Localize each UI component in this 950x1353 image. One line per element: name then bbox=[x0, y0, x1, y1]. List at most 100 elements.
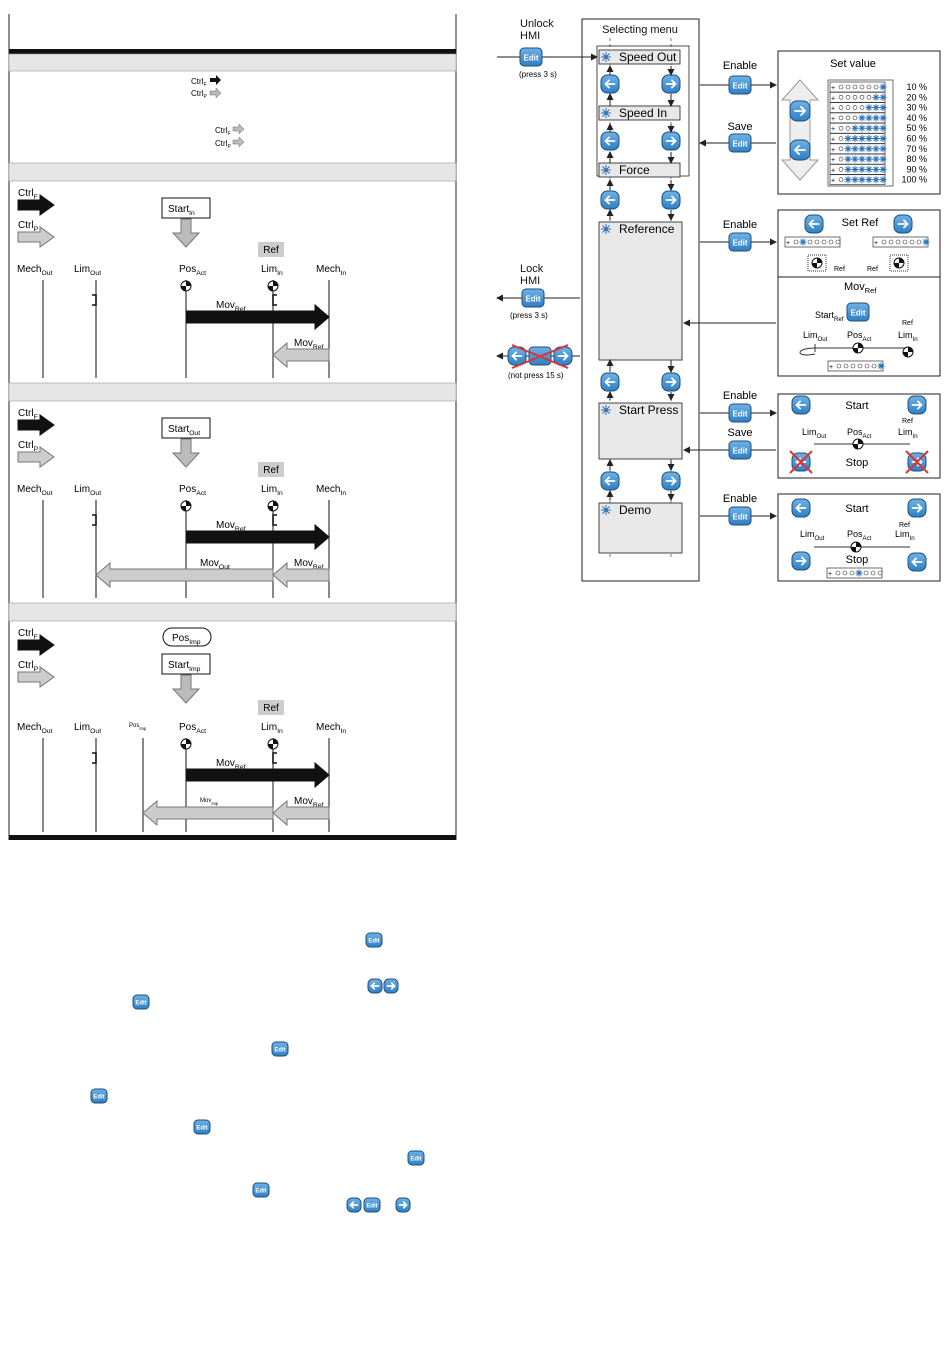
unlock-label-2: HMI bbox=[520, 30, 540, 42]
menu-reference[interactable]: Reference bbox=[598, 221, 683, 361]
menu-next-button-d[interactable] bbox=[661, 372, 681, 392]
menu-start-press[interactable]: Start Press bbox=[598, 402, 683, 460]
unlock-note: (press 3 s) bbox=[519, 70, 557, 79]
menu-title: Selecting menu bbox=[602, 24, 678, 36]
led-lit-icon bbox=[877, 362, 885, 370]
set-value-row-0: + bbox=[829, 81, 887, 93]
unlock-label-1: Unlock bbox=[520, 18, 554, 30]
menu-speed-out[interactable]: Speed Out bbox=[598, 49, 681, 65]
svg-text:Edit: Edit bbox=[366, 1204, 377, 1210]
enable-edit-button-3[interactable]: Edit bbox=[728, 403, 752, 423]
set-value-up-button[interactable] bbox=[789, 100, 811, 122]
set-ref-label-1: Ref bbox=[834, 266, 845, 273]
menu-next-button-c[interactable] bbox=[661, 190, 681, 210]
inline-edit-icon-3[interactable]: Edit bbox=[90, 1088, 108, 1104]
start-press-left-button[interactable] bbox=[791, 395, 811, 415]
inline-edit-icon-0[interactable]: Edit bbox=[365, 932, 383, 948]
demo-stop-left-button[interactable] bbox=[907, 552, 927, 572]
svg-text:Edit: Edit bbox=[732, 140, 747, 149]
cancel-no-press-group bbox=[507, 344, 573, 369]
demo-left-button[interactable] bbox=[791, 498, 811, 518]
led-lit-icon bbox=[855, 569, 863, 577]
inline-edit-icon-2[interactable]: Edit bbox=[271, 1041, 289, 1057]
menu-next-button-b[interactable] bbox=[661, 131, 681, 151]
mech-in-label: MechIn bbox=[316, 264, 346, 277]
led-lit-icon bbox=[851, 135, 859, 142]
svg-text:+: + bbox=[828, 571, 832, 578]
lim-out-label: LimOut bbox=[74, 484, 101, 497]
ref-tag bbox=[258, 242, 284, 257]
svg-text:+: + bbox=[874, 240, 878, 247]
enable-edit-button-1[interactable]: Edit bbox=[728, 75, 752, 95]
set-ref-led-right: + bbox=[872, 236, 930, 248]
mov-ref-edit-button[interactable]: Edit bbox=[846, 302, 870, 322]
menu-demo[interactable]: Demo bbox=[598, 502, 683, 554]
menu-speed-in[interactable]: Speed In bbox=[598, 105, 681, 121]
lim-in-label: LimIn bbox=[261, 264, 283, 277]
led-lit-icon bbox=[872, 155, 880, 163]
set-value-percent-5: 60 % bbox=[906, 134, 927, 144]
inline-edit-icon-7[interactable]: Edit bbox=[363, 1197, 381, 1213]
inline-edit-icon-5[interactable]: Edit bbox=[407, 1150, 425, 1166]
inline-right-icon-1[interactable] bbox=[383, 978, 399, 994]
set-ref-left-button[interactable] bbox=[804, 214, 824, 234]
inline-edit-icon-1[interactable]: Edit bbox=[132, 994, 150, 1010]
mr-lim-in-label: LimIn bbox=[898, 330, 918, 343]
menu-prev-button-c[interactable] bbox=[600, 190, 620, 210]
svg-text:CtrlF: CtrlF bbox=[191, 77, 207, 88]
save-edit-button-2[interactable]: Edit bbox=[728, 440, 752, 460]
menu-force[interactable]: Force bbox=[598, 162, 681, 178]
led-lit-icon bbox=[879, 155, 887, 163]
menu-next-button-e[interactable] bbox=[661, 471, 681, 491]
set-value-percent-6: 70 % bbox=[906, 144, 927, 154]
ref-in-symbol bbox=[811, 257, 823, 269]
svg-text:+: + bbox=[829, 364, 833, 371]
menu-prev-button-d[interactable] bbox=[600, 372, 620, 392]
ctrl-f-arrow bbox=[17, 194, 55, 216]
cancel-right-button[interactable] bbox=[553, 346, 573, 366]
lock-note: (press 3 s) bbox=[510, 311, 548, 320]
pos-act-symbol bbox=[180, 738, 192, 750]
set-value-percent-0: 10 % bbox=[906, 82, 927, 92]
start-press-right-button[interactable] bbox=[907, 395, 927, 415]
menu-prev-button-a[interactable] bbox=[600, 74, 620, 94]
save-edit-button-1[interactable]: Edit bbox=[728, 133, 752, 153]
inline-left-icon-1[interactable] bbox=[367, 978, 383, 994]
unlock-edit-button[interactable]: Edit bbox=[519, 47, 543, 67]
menu-speed-in-label: Speed In bbox=[619, 106, 667, 120]
set-ref-led-left: + bbox=[784, 236, 841, 248]
cancel-left-button[interactable] bbox=[507, 346, 527, 366]
mov-ref-title: MovRef bbox=[844, 281, 877, 295]
svg-text:Edit: Edit bbox=[732, 513, 747, 522]
lock-edit-button[interactable]: Edit bbox=[521, 288, 545, 308]
set-value-panel: Set value+10 %+20 %+30 %+40 %+50 %+60 %+… bbox=[777, 50, 941, 195]
led-icon bbox=[601, 52, 611, 62]
mech-out-label: MechOut bbox=[17, 722, 53, 735]
enable-edit-button-2[interactable]: Edit bbox=[728, 232, 752, 252]
inline-left-icon-2[interactable] bbox=[346, 1197, 362, 1213]
set-value-row-7: + bbox=[829, 153, 887, 165]
led-lit-icon bbox=[879, 124, 887, 132]
svg-text:Edit: Edit bbox=[732, 410, 747, 419]
set-ref-right-button[interactable] bbox=[893, 214, 913, 234]
inline-edit-icon-6[interactable]: Edit bbox=[252, 1182, 270, 1198]
inline-right-icon-2[interactable] bbox=[395, 1197, 411, 1213]
demo-stop-right-button[interactable] bbox=[791, 551, 811, 571]
menu-prev-button-e[interactable] bbox=[600, 471, 620, 491]
svg-text:Edit: Edit bbox=[274, 1048, 285, 1054]
set-value-down-button[interactable] bbox=[789, 139, 811, 161]
led-lit-icon bbox=[844, 155, 852, 163]
led-lit-icon bbox=[865, 124, 873, 132]
enable-edit-button-4[interactable]: Edit bbox=[728, 506, 752, 526]
inline-edit-icon-4[interactable]: Edit bbox=[193, 1119, 211, 1135]
led-lit-icon bbox=[844, 145, 852, 153]
mov-ref-back-arrow bbox=[272, 561, 330, 589]
menu-prev-button-b[interactable] bbox=[600, 131, 620, 151]
menu-next-button-a[interactable] bbox=[661, 74, 681, 94]
demo-right-button[interactable] bbox=[907, 498, 927, 518]
